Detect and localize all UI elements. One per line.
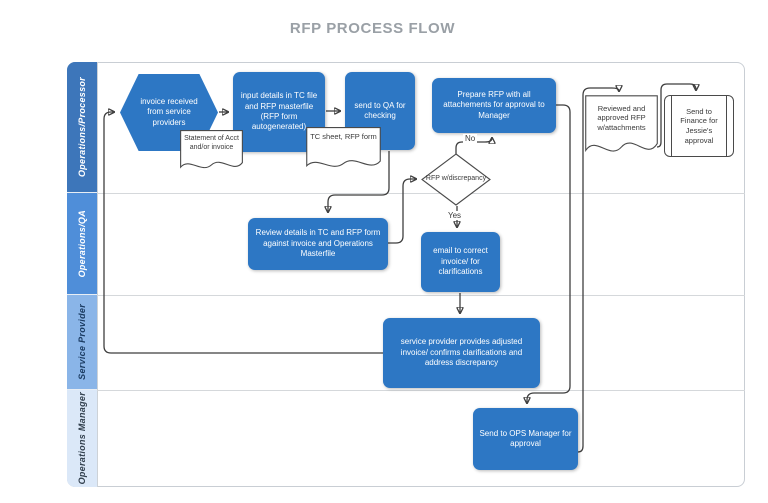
node-label: Send to Finance for Jessie's approval <box>680 106 718 145</box>
node-label: Review details in TC and RFP form agains… <box>255 228 381 259</box>
lane-label: Service Provider <box>76 304 87 380</box>
lane-header-operations-processor[interactable]: Operations/Processor <box>67 62 97 193</box>
lane-boundary-line <box>97 390 745 391</box>
node-send-to-finance-predefined-process[interactable]: Send to Finance for Jessie's approval <box>664 95 734 157</box>
node-label: invoice received from service providers <box>140 96 198 127</box>
lane-boundary-line <box>97 193 745 194</box>
edge-label-yes: Yes <box>446 211 464 220</box>
lane-label: Operations/QA <box>76 209 87 278</box>
node-review-details[interactable]: Review details in TC and RFP form agains… <box>248 218 388 270</box>
node-label: email to correct invoice/ for clarificat… <box>433 246 488 277</box>
node-label: Send to OPS Manager for approval <box>479 428 572 448</box>
node-send-to-ops-manager[interactable]: Send to OPS Manager for approval <box>473 408 578 470</box>
node-label: TC sheet, RFP form <box>310 132 377 141</box>
predefined-process-side-line <box>726 96 727 156</box>
node-label: RFP w/discrepancy <box>425 175 487 183</box>
node-label: Prepare RFP with all attachements for ap… <box>443 89 545 120</box>
node-label: service provider provides adjusted invoi… <box>400 337 523 368</box>
lane-header-operations-manager[interactable]: Operations Manager <box>67 390 97 487</box>
node-label: send to QA for checking <box>354 100 406 120</box>
diagram-title: RFP PROCESS FLOW <box>289 20 456 37</box>
node-email-to-correct[interactable]: email to correct invoice/ for clarificat… <box>421 232 500 292</box>
lane-header-operations-qa[interactable]: Operations/QA <box>67 193 97 295</box>
predefined-process-side-line <box>671 96 672 156</box>
node-label: Statement of Acct and/or invoice <box>184 135 239 151</box>
node-tc-sheet-document[interactable]: TC sheet, RFP form <box>306 127 381 174</box>
node-service-provider-provides[interactable]: service provider provides adjusted invoi… <box>383 318 540 388</box>
edge-label-no: No <box>463 134 478 143</box>
lane-label: Operations Manager <box>76 392 87 485</box>
node-statement-of-acct-document[interactable]: Statement of Acct and/or invoice <box>180 130 243 175</box>
decision-diamond-icon <box>421 153 491 206</box>
node-reviewed-approved-rfp-document[interactable]: Reviewed and approved RFP w/attachments <box>585 95 658 162</box>
lane-header-divider <box>97 62 98 487</box>
lane-label: Operations/Processor <box>76 76 87 178</box>
node-rfp-discrepancy-decision[interactable]: RFP w/discrepancy <box>421 153 491 206</box>
lane-header-service-provider[interactable]: Service Provider <box>67 295 97 390</box>
node-label: Reviewed and approved RFP w/attachments <box>597 104 646 132</box>
lane-boundary-line <box>97 295 745 296</box>
node-prepare-rfp[interactable]: Prepare RFP with all attachements for ap… <box>432 78 556 133</box>
